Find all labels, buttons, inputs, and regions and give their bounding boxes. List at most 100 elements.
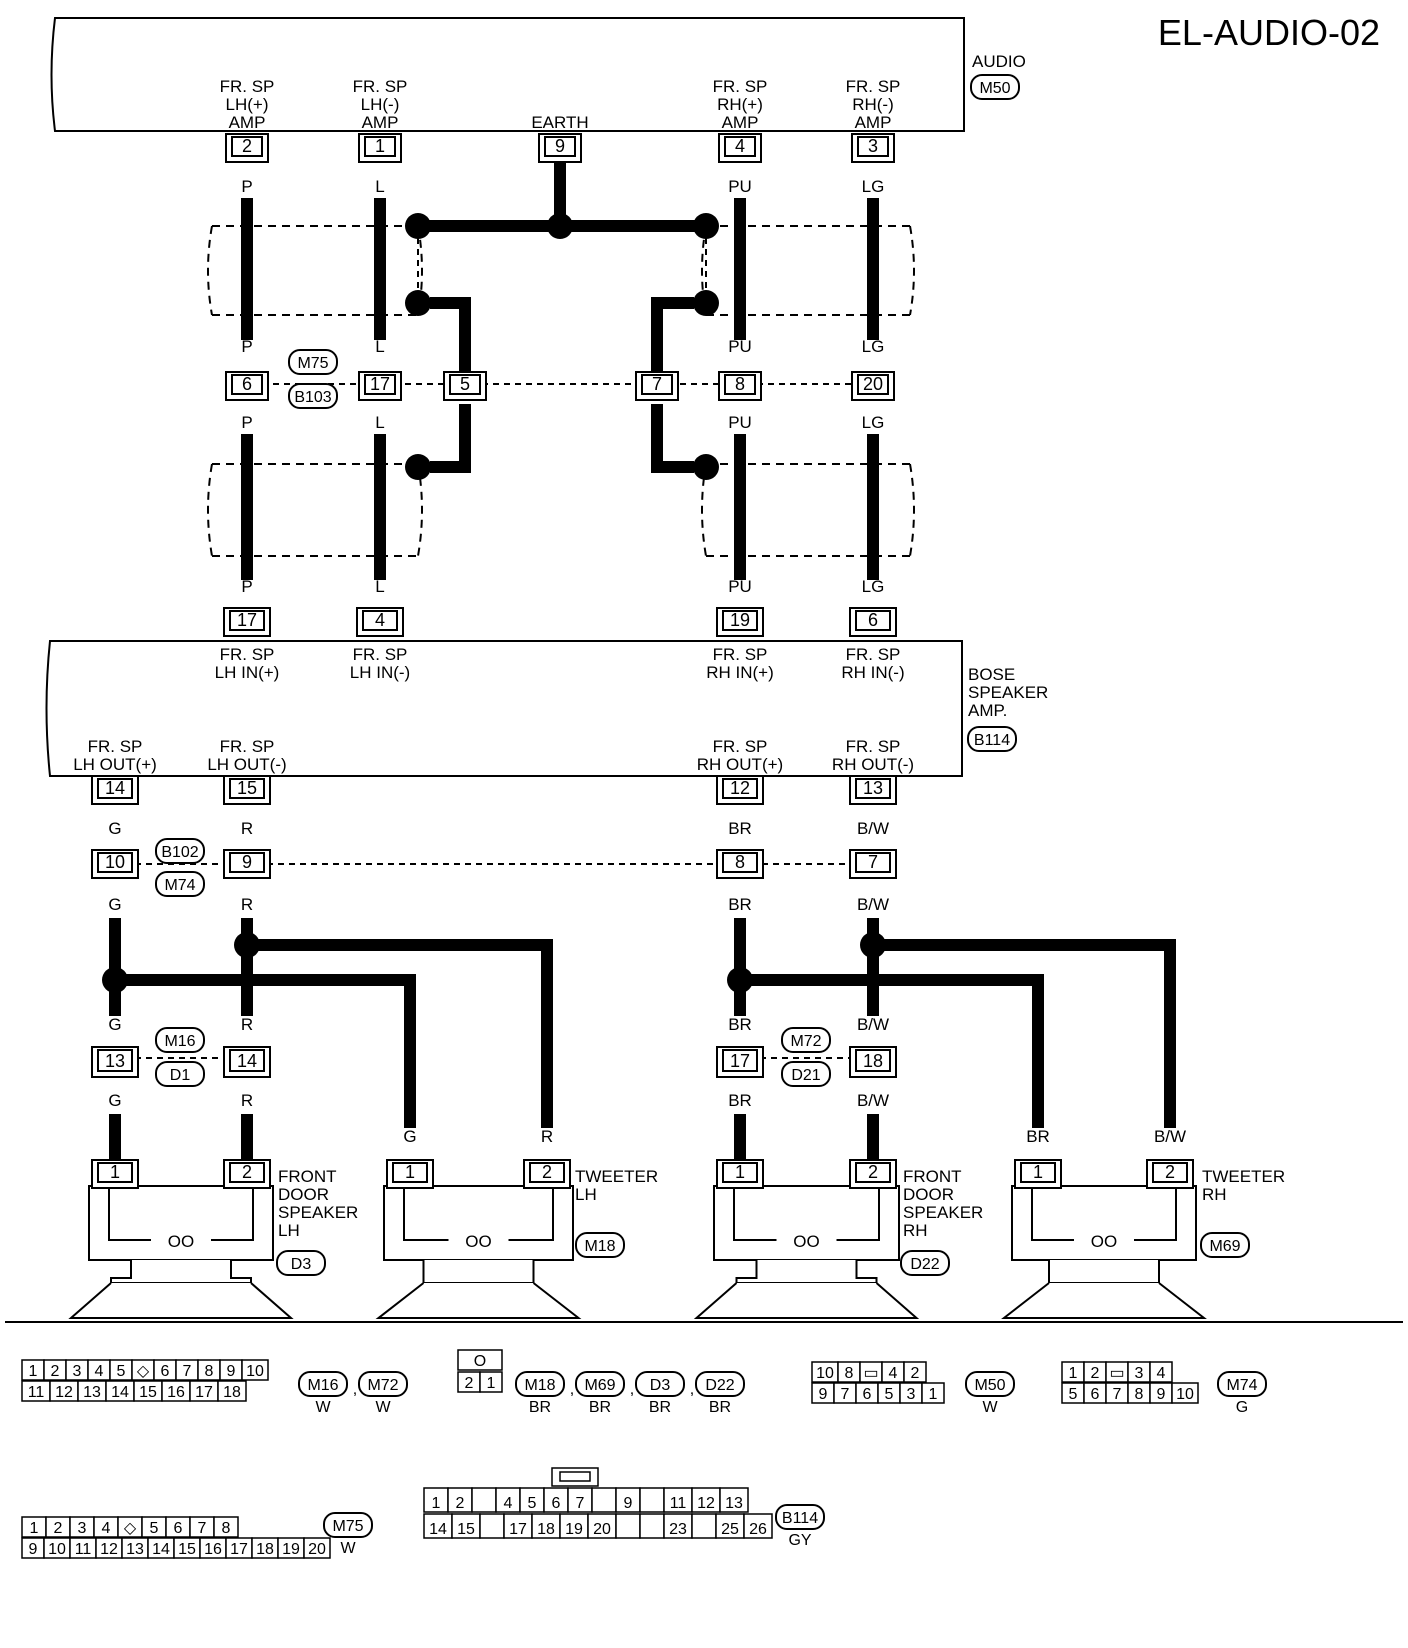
shield-right xyxy=(417,225,423,316)
splice-dot xyxy=(693,290,719,316)
legend-cell-text: 19 xyxy=(565,1521,583,1538)
speaker-body xyxy=(1011,1185,1197,1261)
speaker-magnet xyxy=(110,1260,252,1284)
audio-terminal-label: RH(-) xyxy=(852,95,894,114)
speaker-pin-box xyxy=(229,1162,265,1183)
legend-cell xyxy=(447,1487,473,1513)
legend-wire-color: W xyxy=(375,1399,391,1416)
audio-unit-name: AUDIO xyxy=(972,52,1026,71)
legend-cell-text: 9 xyxy=(819,1386,828,1403)
wire-color: B/W xyxy=(857,819,889,838)
legend-cell-text: 10 xyxy=(48,1541,66,1558)
amp-in-label: RH IN(-) xyxy=(841,663,904,682)
legend-cell-text: 1 xyxy=(929,1386,938,1403)
speaker-name: TWEETER xyxy=(1202,1167,1285,1186)
legend-cell-text: 20 xyxy=(308,1541,326,1558)
amp-out-pin-box xyxy=(855,778,891,799)
legend-cell-text: 1 xyxy=(487,1375,496,1392)
legend-connector-id: M74 xyxy=(1226,1377,1257,1394)
wire-color: L xyxy=(375,177,384,196)
legend-cell-text: 4 xyxy=(504,1495,513,1512)
legend-cell-text: 10 xyxy=(816,1365,834,1382)
legend-connector-oval xyxy=(965,1371,1015,1397)
audio-pin-number: 1 xyxy=(375,136,385,156)
shield-right xyxy=(417,463,423,557)
joint1-pin-number: 8 xyxy=(735,374,745,394)
speaker-cone xyxy=(68,1282,294,1319)
amp-name: BOSE xyxy=(968,665,1015,684)
wire-color: LG xyxy=(862,337,885,356)
legend-connector-id: M72 xyxy=(367,1377,398,1394)
legend-cell-text: ▭ xyxy=(1109,1365,1124,1382)
wire-color: R xyxy=(241,1015,253,1034)
joint1-pin-box xyxy=(364,374,396,395)
legend-cell-text: 6 xyxy=(863,1386,872,1403)
speaker-connector-oval xyxy=(900,1250,950,1276)
legend-cell-text: 14 xyxy=(429,1521,447,1538)
legend-cell-text: 2 xyxy=(911,1365,920,1382)
amp-in-pin-number: 19 xyxy=(730,610,750,630)
speaker-name: RH xyxy=(1202,1185,1227,1204)
legend-cell-text: 1 xyxy=(432,1495,441,1512)
speaker-pin-number: 2 xyxy=(1165,1162,1175,1182)
joint1-pin-box xyxy=(857,374,889,395)
joint2-connector-oval xyxy=(155,871,205,897)
speaker-pin-box xyxy=(855,1162,891,1183)
speaker-coil-leads xyxy=(733,1188,880,1241)
wire-color: G xyxy=(108,1091,121,1110)
audio-pin-box xyxy=(724,136,756,157)
joint2-pin-box xyxy=(855,852,891,873)
speaker-magnet xyxy=(422,1260,535,1284)
joint1-pin-number: 6 xyxy=(242,374,252,394)
legend-cell-text: 18 xyxy=(223,1384,241,1401)
wire-color: BR xyxy=(1026,1127,1050,1146)
amp-out-label: LH OUT(-) xyxy=(207,755,286,774)
audio-terminal-label: LH(+) xyxy=(226,95,269,114)
joint3-pin-number: 18 xyxy=(863,1051,883,1071)
joint3-connector-oval xyxy=(781,1027,831,1053)
wire-color: P xyxy=(241,337,252,356)
joint3-pin-box xyxy=(97,1049,133,1072)
legend-cell xyxy=(639,1487,665,1513)
speaker-pin-box xyxy=(1152,1162,1188,1183)
joint1-pin-number: 5 xyxy=(460,374,470,394)
speaker-cone xyxy=(693,1282,920,1319)
wire-color: R xyxy=(241,1091,253,1110)
legend-cell-text: 12 xyxy=(55,1384,73,1401)
legend-cell-text: 14 xyxy=(152,1541,170,1558)
legend-cell-text: ◇ xyxy=(137,1363,150,1380)
amp-out-label: FR. SP xyxy=(88,737,143,756)
audio-terminal-label: FR. SP xyxy=(846,77,901,96)
legend-cell xyxy=(303,1537,331,1559)
legend-cell-text: 25 xyxy=(721,1521,739,1538)
speaker-connector-oval xyxy=(1200,1232,1250,1258)
wire-color: B/W xyxy=(857,1091,889,1110)
legend-cell-text: ◇ xyxy=(124,1520,137,1537)
legend-cell-text: 8 xyxy=(222,1520,231,1537)
audio-terminal-label: FR. SP xyxy=(353,77,408,96)
legend-cell-text: 6 xyxy=(552,1495,561,1512)
speaker-name: LH xyxy=(575,1185,597,1204)
legend-cell xyxy=(615,1513,641,1539)
joint3-connector-id: D1 xyxy=(170,1067,191,1084)
legend-cell xyxy=(471,1487,497,1513)
legend-cell-text: 7 xyxy=(576,1495,585,1512)
legend-connector-oval xyxy=(575,1371,625,1397)
legend-cell xyxy=(1171,1382,1199,1404)
wire-color: B/W xyxy=(857,1015,889,1034)
legend-cell-text: 11 xyxy=(28,1384,45,1401)
legend-cell-text: 1 xyxy=(1069,1365,1078,1382)
legend-cell-text: 5 xyxy=(885,1386,894,1403)
legend-connector-oval xyxy=(635,1371,685,1397)
legend-connector-id: M69 xyxy=(584,1377,615,1394)
speaker-cone xyxy=(375,1282,582,1319)
shield-right xyxy=(909,463,915,557)
audio-connector-oval xyxy=(970,74,1020,100)
legend-cell xyxy=(615,1487,641,1513)
audio-unit-outline xyxy=(50,17,965,132)
legend-cell-text: 11 xyxy=(75,1541,92,1558)
speaker-cone xyxy=(1001,1282,1207,1319)
legend-cell-text: 17 xyxy=(230,1541,248,1558)
audio-terminal-label: LH(-) xyxy=(361,95,400,114)
